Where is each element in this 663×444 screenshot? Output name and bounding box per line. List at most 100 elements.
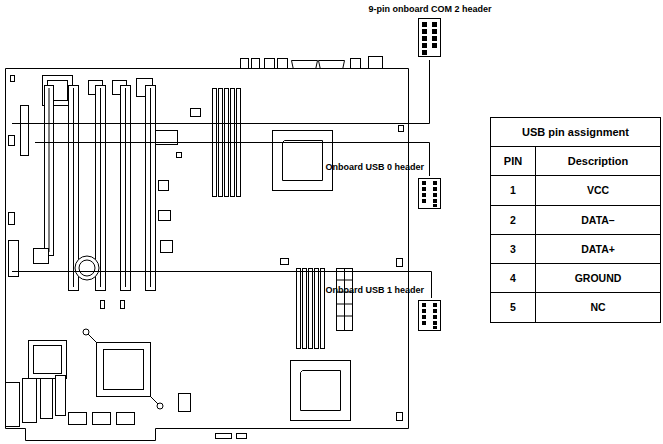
pin-number: 1 bbox=[510, 184, 516, 196]
table-rule bbox=[490, 175, 661, 176]
sata-connector bbox=[117, 413, 135, 425]
header-label: Onboard USB 0 header bbox=[325, 162, 424, 172]
header bbox=[179, 394, 191, 412]
atx-pins bbox=[344, 268, 345, 330]
slot-line bbox=[73, 88, 74, 287]
slot bbox=[45, 86, 54, 256]
board-outline bbox=[6, 69, 409, 441]
usb-header bbox=[419, 301, 441, 331]
floppy-connector bbox=[41, 379, 53, 419]
table-header-cell: PIN bbox=[491, 147, 535, 175]
pin-number-cell: 5 bbox=[491, 293, 535, 321]
slot bbox=[146, 86, 156, 291]
jumper bbox=[101, 301, 105, 309]
cpu-socket bbox=[273, 131, 333, 191]
header-label-cell: 9-pin onboard COM 2 header bbox=[350, 2, 510, 16]
header bbox=[9, 213, 15, 225]
cpu bbox=[283, 141, 323, 181]
memory-slot bbox=[297, 269, 301, 349]
memory-slot bbox=[315, 269, 319, 349]
slot-line bbox=[100, 88, 101, 287]
chip bbox=[34, 249, 49, 264]
table-title: USB pin assignment bbox=[522, 126, 629, 138]
pin-number: 2 bbox=[510, 214, 516, 226]
mount bbox=[397, 259, 403, 267]
atx-pins bbox=[336, 280, 353, 281]
table-rule bbox=[490, 292, 661, 293]
table-header: Description bbox=[568, 155, 629, 167]
chip bbox=[159, 211, 171, 221]
mount bbox=[399, 126, 404, 132]
mount bbox=[157, 403, 163, 409]
signal-name: GROUND bbox=[575, 272, 622, 284]
chip bbox=[29, 341, 67, 379]
usb-header bbox=[419, 179, 441, 209]
chip-lead bbox=[150, 396, 158, 404]
com-header bbox=[419, 19, 441, 57]
sata-connector bbox=[69, 413, 87, 425]
header bbox=[56, 376, 66, 416]
table-rule bbox=[490, 234, 661, 235]
mount bbox=[83, 329, 89, 335]
battery bbox=[75, 256, 99, 280]
signal-name-cell: GROUND bbox=[536, 264, 660, 292]
atx-connector bbox=[337, 269, 353, 331]
table-title-cell: USB pin assignment bbox=[491, 118, 660, 146]
pin-number: 5 bbox=[510, 301, 516, 313]
jumper bbox=[177, 153, 182, 158]
chipset bbox=[104, 350, 144, 390]
table-rule bbox=[490, 263, 661, 264]
signal-name: DATA+ bbox=[581, 243, 615, 255]
chipset bbox=[97, 343, 151, 397]
slot bbox=[121, 86, 131, 291]
cpu-socket bbox=[291, 361, 351, 421]
table-rule bbox=[490, 205, 661, 206]
memory-slot bbox=[321, 269, 325, 349]
jumper bbox=[191, 109, 201, 117]
slot-line bbox=[125, 88, 126, 287]
jumper bbox=[121, 301, 125, 309]
table-header-cell: Description bbox=[536, 147, 660, 175]
leader-line bbox=[12, 60, 430, 124]
slot bbox=[96, 86, 106, 291]
signal-name: DATA– bbox=[581, 214, 614, 226]
slot bbox=[69, 86, 79, 291]
ide-connector bbox=[6, 383, 20, 427]
signal-name: NC bbox=[590, 301, 605, 313]
chip bbox=[161, 241, 173, 253]
table-header: PIN bbox=[504, 155, 522, 167]
ide-connector bbox=[23, 379, 37, 423]
pin-number: 3 bbox=[510, 243, 516, 255]
slot bbox=[21, 106, 29, 156]
memory-slot bbox=[309, 269, 313, 349]
signal-name: VCC bbox=[587, 184, 609, 196]
chip-lead bbox=[88, 334, 96, 342]
signal-name-cell: NC bbox=[536, 293, 660, 321]
header bbox=[237, 434, 247, 439]
battery bbox=[79, 260, 95, 276]
table-rule bbox=[535, 146, 536, 323]
memory-slot bbox=[303, 269, 307, 349]
leader-line bbox=[12, 272, 432, 299]
sata-connector bbox=[93, 413, 111, 425]
header-label: 9-pin onboard COM 2 header bbox=[368, 4, 491, 14]
leader-line bbox=[35, 143, 430, 177]
pin-number-cell: 4 bbox=[491, 264, 535, 292]
chip bbox=[34, 346, 62, 374]
jumper bbox=[281, 259, 289, 265]
cpu bbox=[301, 371, 341, 411]
pin-number: 4 bbox=[510, 272, 516, 284]
mount bbox=[397, 413, 403, 421]
mount bbox=[11, 76, 15, 82]
table-border bbox=[491, 118, 661, 323]
header-label-cell: Onboard USB 1 header bbox=[290, 283, 424, 297]
slot-line bbox=[49, 88, 50, 252]
signal-name-cell: VCC bbox=[536, 176, 660, 204]
pin-number-cell: 1 bbox=[491, 176, 535, 204]
signal-name-cell: DATA+ bbox=[536, 235, 660, 263]
signal-name-cell: DATA– bbox=[536, 206, 660, 234]
slot-line bbox=[150, 88, 151, 287]
header bbox=[216, 434, 232, 439]
